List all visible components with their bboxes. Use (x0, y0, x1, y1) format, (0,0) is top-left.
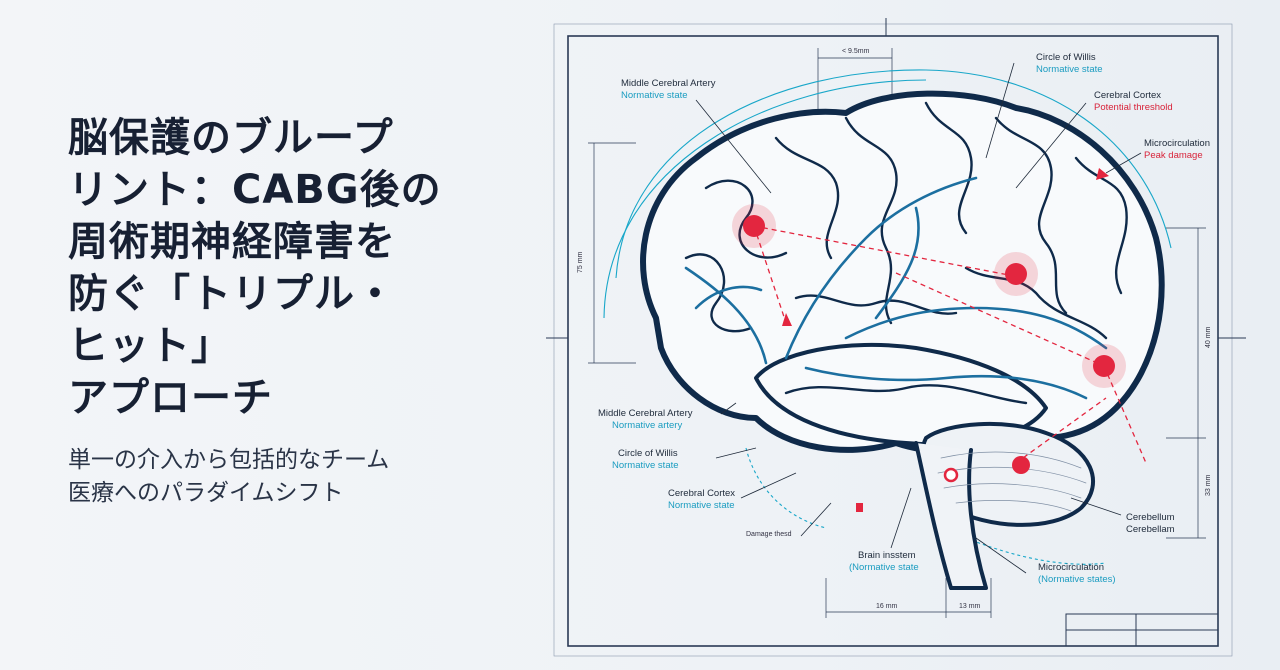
hotspot-core (1093, 355, 1115, 377)
label-cerebellum: Cerebellum Cerebellam (1126, 512, 1175, 535)
hotspot-core (743, 215, 765, 237)
label-state: (Normative state (849, 562, 919, 573)
label-damage: Damage thesd (746, 531, 792, 538)
damage-marker (856, 503, 863, 512)
brain-blueprint-diagram: < 9.5mm 75 mm 40 mm 33 mm 16 mm 13 mm (546, 18, 1246, 657)
label-name: Microcirculation (1038, 562, 1104, 573)
label-state: Peak damage (1144, 150, 1203, 161)
title-line: 周術期神経障害を (68, 219, 396, 265)
subtitle-line: 単一の介入から包括的なチーム (68, 447, 390, 473)
dim-label-left: 75 mm (577, 251, 584, 273)
label-name: Cerebral Cortex (1094, 90, 1161, 101)
label-name: Circle of Willis (1036, 52, 1096, 63)
dim-label-top: < 9.5mm (842, 48, 870, 55)
label-name: Middle Cerebral Artery (621, 78, 716, 89)
title-line: アプローチ (68, 375, 273, 421)
brainstem (914, 441, 988, 590)
damage-marker (1096, 168, 1109, 180)
label-state: Cerebellam (1126, 524, 1175, 535)
label-state: Normative state (612, 460, 679, 471)
label-name: Middle Cerebral Artery (598, 408, 693, 419)
label-name: Cerebellum (1126, 512, 1175, 523)
dim-label-right-upper: 40 mm (1205, 326, 1212, 348)
dimension-lines (588, 48, 1206, 618)
title-line: 脳保護のブループ (68, 115, 394, 161)
label-mca-top: Middle Cerebral Artery Normative state (621, 78, 716, 101)
damage-connections (753, 225, 1147, 464)
label-name: Cerebral Cortex (668, 488, 735, 499)
label-state: Normative artery (612, 420, 682, 431)
teal-guide-arcs (603, 69, 1172, 565)
label-cortex-top: Cerebral Cortex Potential threshold (1094, 90, 1173, 113)
page-title: 脳保護のブループ リント：CABG後の 周術期神経障害を 防ぐ「トリプル・ ヒッ… (68, 112, 538, 424)
label-cow-left: Circle of Willis Normative state (612, 448, 679, 471)
hotspot-core (1005, 263, 1027, 285)
damage-marker (782, 313, 792, 326)
label-brainstem: Brain insstem (Normative state (849, 550, 919, 573)
label-state: Normative state (668, 500, 735, 511)
label-micro-top: Microcirculation Peak damage (1144, 138, 1210, 161)
label-name: Brain insstem (858, 550, 916, 561)
dim-label-bottom-left: 16 mm (876, 603, 898, 610)
temporal-lobe (754, 342, 1048, 447)
vessels (684, 176, 1108, 400)
hotspot-ring (943, 467, 959, 483)
cerebrum-outline (640, 90, 1165, 455)
label-state: Potential threshold (1094, 102, 1173, 113)
label-micro-bottom: Microcirculation (Normative states) (1038, 562, 1116, 585)
subtitle: 単一の介入から包括的なチーム 医療へのパラダイムシフト (68, 444, 538, 510)
dim-label-right-lower: 33 mm (1205, 474, 1212, 496)
leader-lines (695, 62, 1142, 574)
blueprint-frame (546, 18, 1246, 657)
title-line: リント：CABG後の (68, 167, 442, 213)
label-cow-top: Circle of Willis Normative state (1036, 52, 1103, 75)
label-state: Normative state (621, 90, 688, 101)
title-line: 防ぐ「トリプル・ (68, 271, 396, 317)
title-line: ヒット」 (68, 323, 232, 369)
subtitle-line: 医療へのパラダイムシフト (68, 480, 344, 506)
label-state: (Normative states) (1038, 574, 1116, 585)
label-name: Damage thesd (746, 531, 792, 538)
label-state: Normative state (1036, 64, 1103, 75)
dim-label-bottom-right: 13 mm (959, 603, 981, 610)
label-name: Microcirculation (1144, 138, 1210, 149)
damage-hotspots (732, 168, 1126, 512)
label-cortex-left: Cerebral Cortex Normative state (668, 488, 735, 511)
title-block: 脳保護のブループ リント：CABG後の 周術期神経障害を 防ぐ「トリプル・ ヒッ… (68, 112, 538, 510)
hotspot-core (1012, 456, 1030, 474)
label-mca-left: Middle Cerebral Artery Normative artery (598, 408, 693, 431)
label-name: Circle of Willis (618, 448, 678, 459)
brain-illustration (640, 90, 1165, 590)
